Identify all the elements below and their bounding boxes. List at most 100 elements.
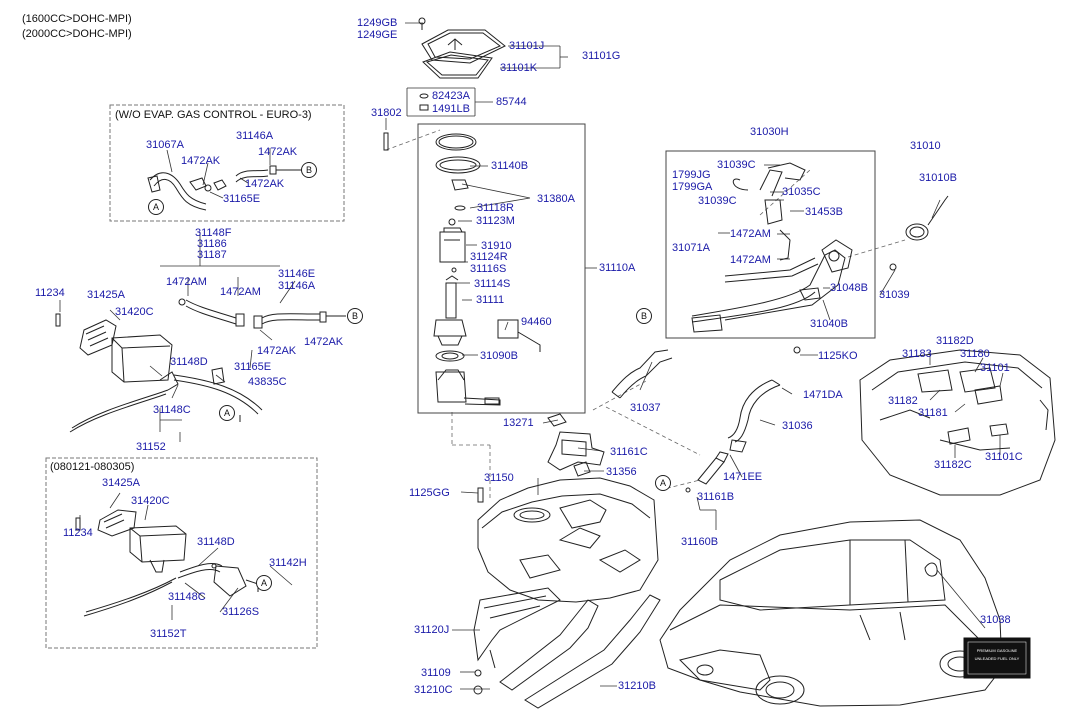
part-label[interactable]: 31037 bbox=[630, 402, 661, 414]
engine-variant-1600cc: (1600CC>DOHC-MPI) bbox=[22, 13, 132, 25]
warning-line-1: PREMIUM GASOLINE bbox=[976, 648, 1018, 653]
part-label[interactable]: 31146A bbox=[278, 280, 316, 292]
part-label[interactable]: 31036 bbox=[782, 420, 813, 432]
part-label[interactable]: 31425A bbox=[102, 477, 140, 489]
part-label[interactable]: 31420C bbox=[131, 495, 170, 507]
part-label[interactable]: 31148C bbox=[168, 591, 206, 603]
part-label[interactable]: 31160B bbox=[681, 536, 719, 548]
part-label[interactable]: 31123M bbox=[476, 215, 515, 227]
part-label[interactable]: 31150 bbox=[484, 472, 514, 484]
part-label[interactable]: 31038 bbox=[980, 614, 1011, 626]
part-label[interactable]: 31182C bbox=[934, 459, 972, 471]
part-label[interactable]: 1799GA bbox=[672, 181, 713, 193]
part-label[interactable]: 31039C bbox=[717, 159, 756, 171]
part-label[interactable]: 31183 bbox=[902, 348, 932, 360]
part-label[interactable]: 31040B bbox=[810, 318, 848, 330]
part-label[interactable]: 31101J bbox=[509, 40, 545, 52]
part-label[interactable]: 31142H bbox=[269, 557, 307, 569]
part-label[interactable]: 1472AK bbox=[181, 155, 221, 167]
connector-b: B bbox=[347, 308, 363, 324]
fuel-warning-label bbox=[963, 637, 1031, 679]
part-label[interactable]: 1471DA bbox=[803, 389, 843, 401]
part-label[interactable]: 31110A bbox=[599, 262, 636, 274]
part-label[interactable]: 31101G bbox=[582, 50, 621, 62]
part-label[interactable]: 31039 bbox=[879, 289, 910, 301]
part-label[interactable]: 85744 bbox=[496, 96, 527, 108]
part-label[interactable]: 31210B bbox=[618, 680, 656, 692]
part-label[interactable]: 11234 bbox=[63, 527, 93, 539]
part-label[interactable]: 31152 bbox=[136, 441, 166, 453]
part-label[interactable]: 1491LB bbox=[432, 103, 470, 115]
part-label[interactable]: 31118R bbox=[477, 202, 514, 214]
part-label[interactable]: 1472AM bbox=[730, 228, 771, 240]
part-label[interactable]: 31140B bbox=[491, 160, 529, 172]
part-label[interactable]: 31425A bbox=[87, 289, 125, 301]
part-label[interactable]: 1472AM bbox=[220, 286, 261, 298]
part-label[interactable]: 31380A bbox=[537, 193, 575, 205]
part-label[interactable]: 31161B bbox=[697, 491, 735, 503]
part-label[interactable]: 1472AK bbox=[245, 178, 285, 190]
part-label[interactable]: 31039C bbox=[698, 195, 737, 207]
part-label[interactable]: 1799JG bbox=[672, 169, 711, 181]
part-label[interactable]: 31802 bbox=[371, 107, 402, 119]
part-label[interactable]: 31071A bbox=[672, 242, 710, 254]
part-label[interactable]: 31210C bbox=[414, 684, 453, 696]
part-label[interactable]: 1472AK bbox=[258, 146, 298, 158]
part-label[interactable]: 31453B bbox=[805, 206, 843, 218]
part-label[interactable]: 31035C bbox=[782, 186, 821, 198]
part-label[interactable]: 31101C bbox=[985, 451, 1023, 463]
part-label[interactable]: 1249GB bbox=[357, 17, 398, 29]
part-label[interactable]: 31182D bbox=[936, 335, 974, 347]
part-label[interactable]: 31109 bbox=[421, 667, 451, 679]
box-title-wo-evap: (W/O EVAP. GAS CONTROL - EURO-3) bbox=[115, 109, 312, 121]
part-label[interactable]: 31165E bbox=[234, 361, 272, 373]
part-label[interactable]: 31161C bbox=[610, 446, 648, 458]
part-label[interactable]: 31910 bbox=[481, 240, 512, 252]
part-label[interactable]: 1472AK bbox=[257, 345, 297, 357]
part-label[interactable]: 31146A bbox=[236, 130, 274, 142]
part-label[interactable]: 31146E bbox=[278, 268, 316, 280]
part-label[interactable]: 31186 bbox=[197, 238, 227, 250]
part-label[interactable]: 1472AK bbox=[304, 336, 344, 348]
part-label[interactable]: 31165E bbox=[223, 193, 261, 205]
part-label[interactable]: 31111 bbox=[476, 294, 505, 306]
connector-a: A bbox=[148, 199, 164, 215]
part-label[interactable]: 31148F bbox=[195, 227, 232, 239]
part-label[interactable]: 31148D bbox=[197, 536, 235, 548]
part-label[interactable]: 94460 bbox=[521, 316, 552, 328]
part-label[interactable]: 31124R bbox=[470, 251, 508, 263]
part-label[interactable]: 82423A bbox=[432, 90, 470, 102]
part-label[interactable]: 31101K bbox=[500, 62, 538, 74]
part-label[interactable]: 31090B bbox=[480, 350, 518, 362]
part-label[interactable]: 31187 bbox=[197, 249, 227, 261]
part-label[interactable]: 11234 bbox=[35, 287, 65, 299]
part-label[interactable]: 13271 bbox=[503, 417, 534, 429]
part-label[interactable]: 1125GG bbox=[409, 487, 450, 499]
part-label[interactable]: 31356 bbox=[606, 466, 637, 478]
part-label[interactable]: 31180 bbox=[960, 348, 990, 360]
part-label[interactable]: 1125KO bbox=[818, 350, 858, 362]
part-label[interactable]: 1249GE bbox=[357, 29, 398, 41]
part-label[interactable]: 31101 bbox=[980, 362, 1010, 374]
part-label[interactable]: 1472AM bbox=[730, 254, 771, 266]
part-label[interactable]: 31148D bbox=[170, 356, 208, 368]
part-label[interactable]: 31067A bbox=[146, 139, 184, 151]
part-label[interactable]: 43835C bbox=[248, 376, 287, 388]
part-label[interactable]: 31126S bbox=[222, 606, 260, 618]
part-label[interactable]: 31182 bbox=[888, 395, 918, 407]
part-label[interactable]: 31420C bbox=[115, 306, 154, 318]
part-label[interactable]: 31152T bbox=[150, 628, 187, 640]
part-label[interactable]: 31010B bbox=[919, 172, 957, 184]
part-label[interactable]: 31181 bbox=[918, 407, 948, 419]
engine-variant-2000cc: (2000CC>DOHC-MPI) bbox=[22, 28, 132, 40]
part-label[interactable]: 1472AM bbox=[166, 276, 207, 288]
part-label[interactable]: 31116S bbox=[470, 263, 507, 275]
part-label[interactable]: 31148C bbox=[153, 404, 191, 416]
part-label[interactable]: 31114S bbox=[474, 278, 511, 290]
part-label[interactable]: 31048B bbox=[830, 282, 868, 294]
part-label[interactable]: 31030H bbox=[750, 126, 789, 138]
part-label[interactable]: 31120J bbox=[414, 624, 450, 636]
part-label[interactable]: 31010 bbox=[910, 140, 941, 152]
part-label[interactable]: 1471EE bbox=[723, 471, 763, 483]
